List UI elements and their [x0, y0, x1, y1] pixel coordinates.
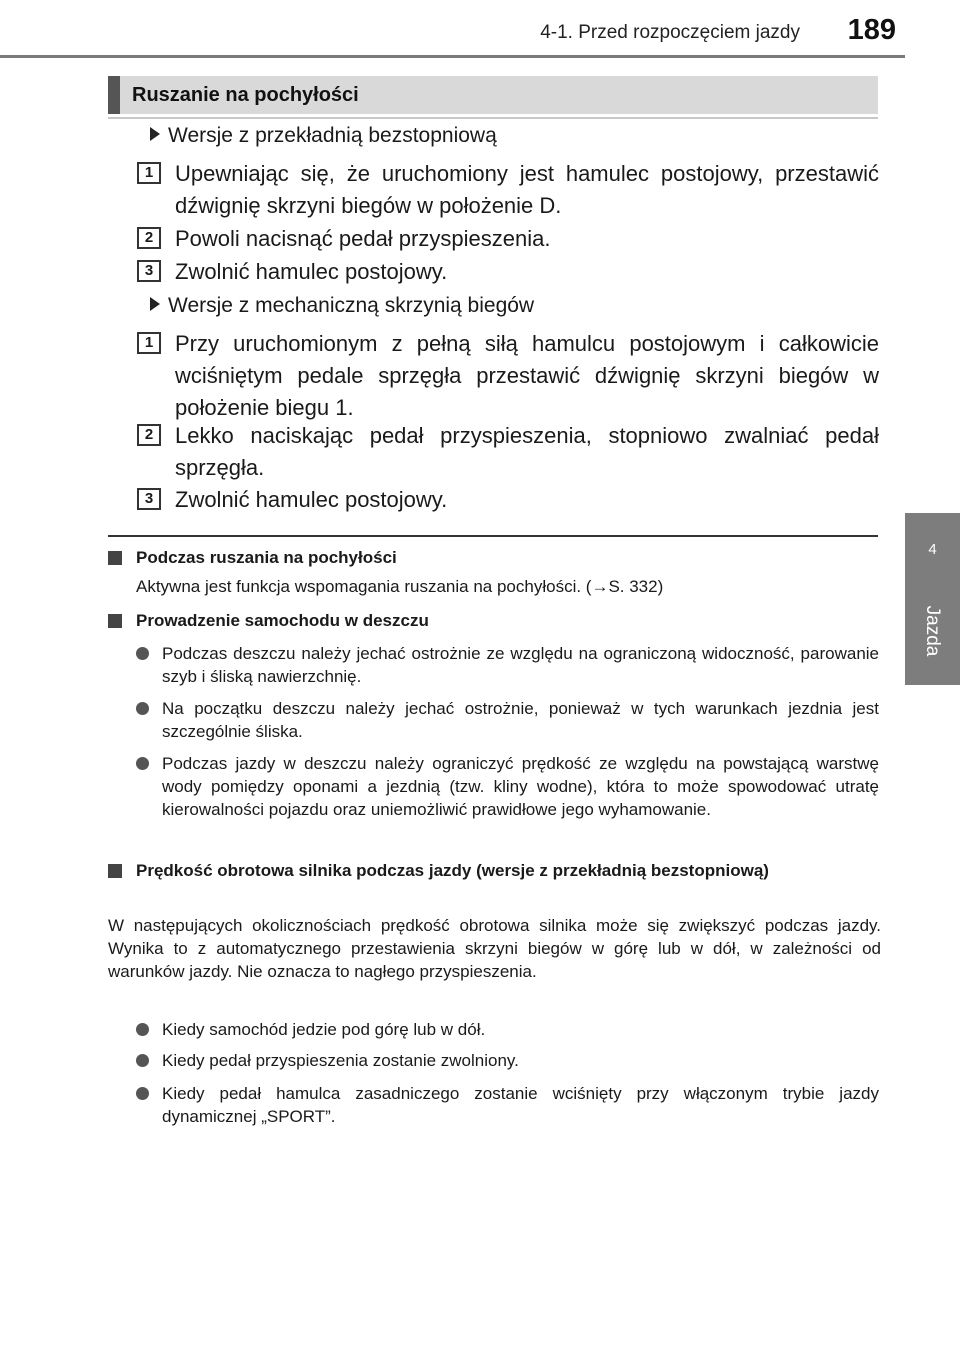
header-rule	[0, 55, 905, 58]
step-text: Zwolnić hamulec postojowy.	[175, 259, 448, 284]
section-divider	[108, 535, 878, 537]
step-item: 1 Przy uruchomionym z pełną siłą hamulcu…	[137, 328, 879, 424]
variant-b-title: Wersje z mechaniczną skrzynią biegów	[168, 294, 535, 317]
step-text: Przy uruchomionym z pełną siłą hamulcu p…	[175, 331, 879, 420]
step-text: Zwolnić hamulec postojowy.	[175, 487, 448, 512]
bullet-item: Na początku deszczu należy jechać ostroż…	[136, 697, 879, 743]
side-tab-label-wrap: Jazda	[919, 591, 945, 671]
page-number: 189	[847, 14, 896, 46]
circle-bullet-icon	[136, 647, 149, 660]
note-paragraph: W następujących okolicznościach prędkość…	[108, 916, 881, 981]
bullet-item: Kiedy pedał przyspieszenia zostanie zwol…	[136, 1049, 879, 1072]
note-title: Prędkość obrotowa silnika podczas jazdy …	[136, 861, 769, 880]
note-body: Aktywna jest funkcja wspomagania ruszani…	[136, 577, 664, 596]
step-number-box: 1	[137, 162, 161, 184]
step-text: Powoli nacisnąć pedał przyspieszenia.	[175, 226, 551, 251]
bullet-text: Podczas jazdy w deszczu należy ograniczy…	[162, 754, 879, 819]
section-title: Ruszanie na pochyłości	[132, 84, 359, 106]
bullet-text: Kiedy samochód jedzie pod górę lub w dół…	[162, 1020, 486, 1039]
variant-a-title: Wersje z przekładnią bezstopniową	[168, 124, 497, 147]
note-heading: Prowadzenie samochodu w deszczu	[108, 609, 883, 633]
bullet-item: Podczas deszczu należy jechać ostrożnie …	[136, 642, 879, 688]
step-number-box: 2	[137, 227, 161, 249]
circle-bullet-icon	[136, 702, 149, 715]
side-tab-number: 4	[928, 541, 937, 558]
bullet-text: Podczas deszczu należy jechać ostrożnie …	[162, 644, 879, 686]
step-item: 3 Zwolnić hamulec postojowy.	[137, 256, 879, 288]
step-number-box: 3	[137, 488, 161, 510]
step-text: Upewniając się, że uruchomiony jest hamu…	[175, 161, 879, 218]
circle-bullet-icon	[136, 1054, 149, 1067]
note-title: Podczas ruszania na pochyłości	[136, 548, 397, 567]
bullet-item: Podczas jazdy w deszczu należy ograniczy…	[136, 752, 879, 821]
step-number-box: 3	[137, 260, 161, 282]
variant-b-heading: Wersje z mechaniczną skrzynią biegów	[150, 294, 534, 318]
bullet-text: Kiedy pedał hamulca zasadniczego zostani…	[162, 1084, 879, 1126]
circle-bullet-icon	[136, 1023, 149, 1036]
step-number-box: 1	[137, 332, 161, 354]
bullet-item: Kiedy pedał hamulca zasadniczego zostani…	[136, 1082, 879, 1128]
circle-bullet-icon	[136, 1087, 149, 1100]
section-rule	[108, 117, 878, 119]
section-heading: Ruszanie na pochyłości	[108, 76, 878, 114]
chapter-title: 4-1. Przed rozpoczęciem jazdy	[540, 22, 800, 43]
step-text: Lekko naciskając pedał przyspieszenia, s…	[175, 423, 879, 480]
step-item: 3 Zwolnić hamulec postojowy.	[137, 484, 879, 516]
bullet-text: Na początku deszczu należy jechać ostroż…	[162, 699, 879, 741]
note-heading: Prędkość obrotowa silnika podczas jazdy …	[108, 859, 883, 883]
bullet-item: Kiedy samochód jedzie pod górę lub w dół…	[136, 1018, 879, 1041]
circle-bullet-icon	[136, 757, 149, 770]
note-heading: Podczas ruszania na pochyłości	[108, 546, 883, 570]
square-bullet-icon	[108, 614, 122, 628]
variant-a-heading: Wersje z przekładnią bezstopniową	[150, 124, 497, 148]
section-heading-bar	[108, 76, 120, 114]
triangle-bullet-icon	[150, 127, 160, 141]
side-tab-label: Jazda	[922, 605, 943, 657]
square-bullet-icon	[108, 551, 122, 565]
square-bullet-icon	[108, 864, 122, 878]
step-item: 2 Lekko naciskając pedał przyspieszenia,…	[137, 420, 879, 484]
step-number-box: 2	[137, 424, 161, 446]
bullet-text: Kiedy pedał przyspieszenia zostanie zwol…	[162, 1051, 519, 1070]
note-title: Prowadzenie samochodu w deszczu	[136, 611, 429, 630]
step-item: 2 Powoli nacisnąć pedał przyspieszenia.	[137, 223, 879, 255]
chapter-side-tab: 4 Jazda	[905, 513, 960, 685]
triangle-bullet-icon	[150, 297, 160, 311]
step-item: 1 Upewniając się, że uruchomiony jest ha…	[137, 158, 879, 222]
